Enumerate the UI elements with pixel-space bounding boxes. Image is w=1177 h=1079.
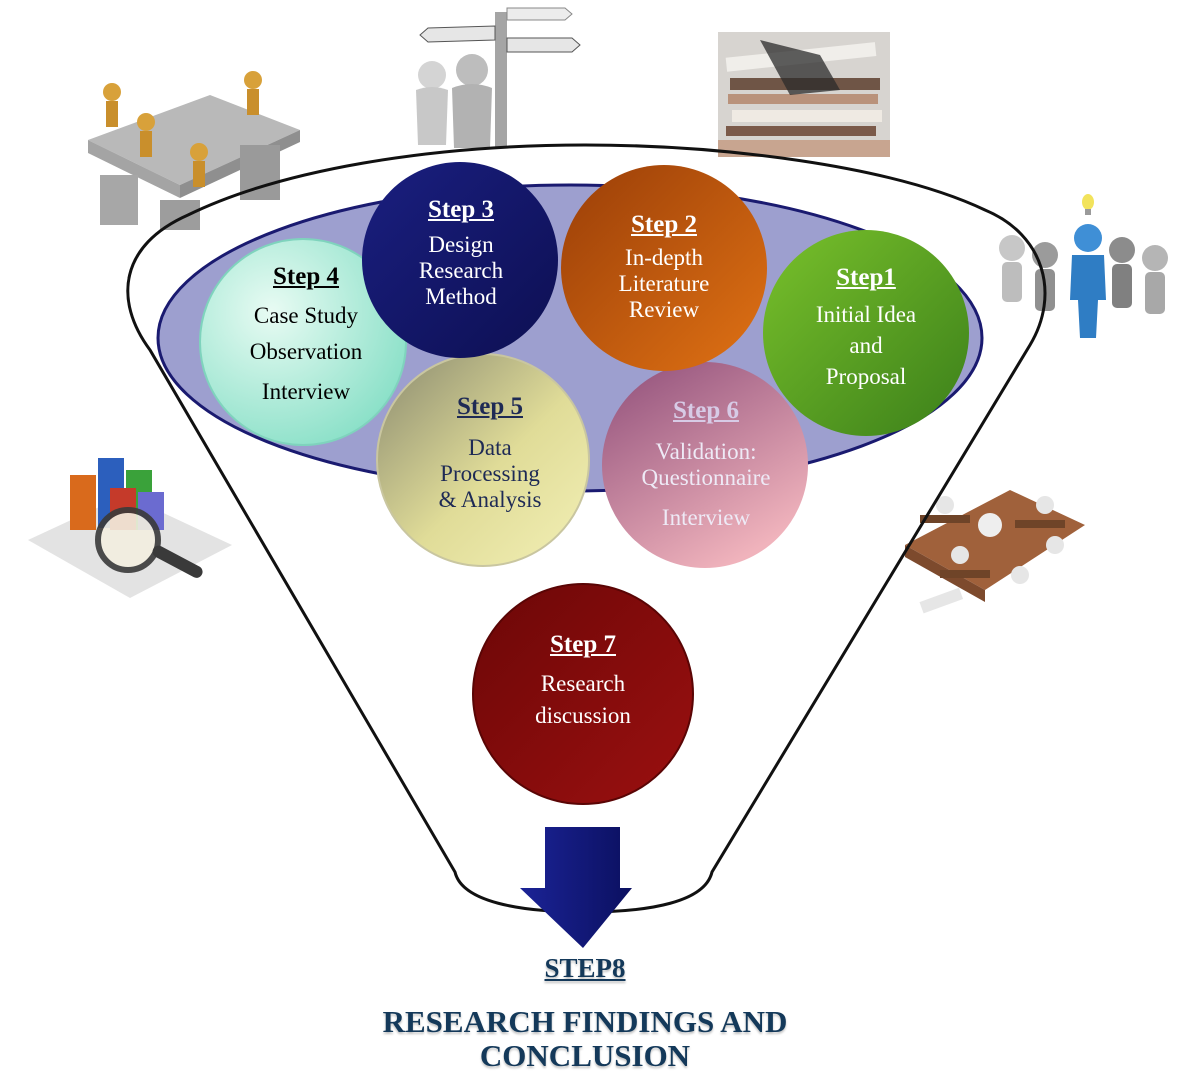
chart-magnifier-illustration (28, 458, 232, 598)
step7-circle (472, 583, 694, 805)
down-arrow (520, 827, 632, 948)
step2-label: Step 2 In-depth Literature Review (574, 211, 754, 322)
step5-label: Step 5 Data Processing & Analysis (400, 393, 580, 512)
step3-line: Research (418, 257, 504, 283)
step6-circle (602, 362, 808, 568)
step5-line: Processing (440, 460, 540, 486)
step4-line: Observation (249, 338, 363, 364)
step2-line: In-depth (625, 245, 703, 270)
step7-title: Step 7 (550, 631, 616, 658)
step4-circle (199, 238, 407, 446)
step6-title: Step 6 (673, 397, 739, 424)
step7-line: Research (540, 671, 626, 696)
step4-line: Interview (261, 378, 351, 404)
idea-person-illustration (999, 194, 1168, 338)
step2-line: Literature (618, 270, 710, 296)
step3-line: Method (425, 283, 497, 309)
step3-circle (362, 162, 558, 358)
step6-line: Validation: (655, 439, 757, 464)
step4-label: Step 4 Case Study Observation Interview (216, 263, 396, 404)
step1-line: Proposal (825, 363, 907, 389)
step5-line: & Analysis (438, 486, 542, 512)
step5-title: Step 5 (457, 393, 523, 420)
documents-photo (718, 32, 890, 157)
classroom-illustration (905, 490, 1085, 614)
final-line-2: CONCLUSION (479, 1038, 691, 1073)
step4-line: Case Study (253, 303, 359, 328)
step1-line: Initial Idea (815, 302, 917, 327)
step4-title: Step 4 (273, 263, 339, 290)
step6-line: Questionnaire (641, 464, 771, 490)
step1-circle (763, 230, 969, 436)
final-line-1: RESEARCH FINDINGS AND (382, 1004, 788, 1039)
step3-line: Design (428, 232, 494, 257)
step6-line: Interview (661, 504, 751, 530)
funnel-outline (126, 143, 1047, 914)
step3-label: Step 3 Design Research Method (371, 196, 551, 309)
step7-line: discussion (535, 702, 631, 728)
step5-line: Data (468, 435, 512, 460)
step6-label: Step 6 Validation: Questionnaire Intervi… (616, 397, 796, 530)
step3-title: Step 3 (428, 196, 494, 223)
step1-line: and (849, 332, 883, 358)
step2-circle (561, 165, 767, 371)
meeting-table-illustration (88, 71, 300, 230)
signpost-illustration (416, 7, 581, 148)
step1-title: Step1 (836, 264, 896, 291)
step7-label: Step 7 Research discussion (493, 631, 673, 729)
step8-title: STEP8 (544, 953, 626, 983)
step1-label: Step1 Initial Idea and Proposal (776, 264, 956, 389)
step2-title: Step 2 (631, 211, 697, 238)
step2-line: Review (628, 296, 700, 322)
